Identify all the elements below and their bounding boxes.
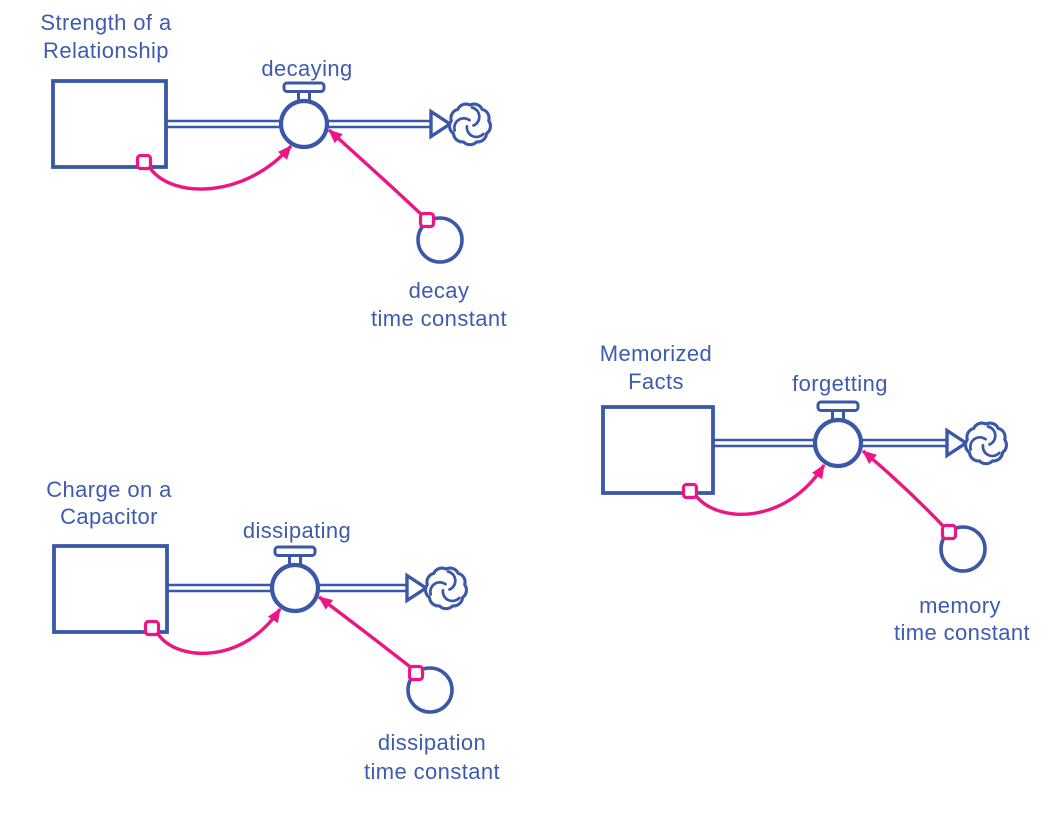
connector-handle[interactable] — [143, 619, 161, 637]
diagram-capacitor: Charge on a Capacitor dissipating dissip… — [46, 477, 500, 784]
sink-cloud-icon[interactable] — [963, 421, 1009, 466]
flow-label: decaying — [261, 56, 352, 81]
flow-valve[interactable] — [281, 83, 327, 147]
constant-label-line1: dissipation — [378, 730, 486, 755]
stock-label-line1: Strength of a — [40, 10, 172, 35]
flow-label: dissipating — [243, 518, 351, 543]
stock-label-line1: Memorized — [600, 341, 712, 366]
sink-cloud-icon[interactable] — [447, 102, 493, 147]
flow-arrowhead-icon — [405, 573, 428, 603]
connector-handle[interactable] — [940, 523, 958, 541]
connector-constant-to-flow[interactable] — [317, 595, 415, 671]
stock-label-line2: Relationship — [43, 38, 169, 63]
flow-pipe — [166, 119, 433, 129]
constant-label-line1: memory — [919, 593, 1001, 618]
flow-pipe — [713, 438, 950, 448]
connector-stock-to-flow[interactable] — [156, 608, 282, 655]
connector-constant-to-flow[interactable] — [861, 449, 948, 531]
flow-arrowhead-icon — [945, 428, 968, 458]
stock-rect[interactable] — [51, 79, 168, 169]
connector-handle[interactable] — [135, 153, 153, 171]
connector-stock-to-flow[interactable] — [694, 464, 826, 516]
connector-handle[interactable] — [407, 664, 425, 682]
constant-label-line1: decay — [409, 278, 470, 303]
constant-label-line2: time constant — [894, 620, 1030, 645]
sink-cloud-icon[interactable] — [423, 566, 469, 611]
stock-label-line2: Capacitor — [60, 504, 158, 529]
flow-valve[interactable] — [815, 402, 861, 466]
connector-handle[interactable] — [418, 211, 436, 229]
flow-arrowhead-icon — [429, 109, 452, 139]
stock-label-line2: Facts — [628, 369, 684, 394]
diagram-memory: Memorized Facts forgetting memory time c… — [600, 341, 1030, 645]
flow-label: forgetting — [792, 371, 888, 396]
constant-circle[interactable] — [416, 216, 464, 264]
constant-label-line2: time constant — [364, 759, 500, 784]
connector-constant-to-flow[interactable] — [327, 128, 426, 219]
diagram-relationship: Strength of a Relationship decaying deca… — [40, 10, 507, 331]
flow-pipe — [167, 583, 410, 593]
flow-valve[interactable] — [272, 547, 318, 611]
connector-stock-to-flow[interactable] — [148, 144, 293, 191]
constant-label-line2: time constant — [371, 306, 507, 331]
connector-handle[interactable] — [681, 482, 699, 500]
stock-label-line1: Charge on a — [46, 477, 172, 502]
stock-rect[interactable] — [52, 544, 169, 634]
stock-rect[interactable] — [601, 405, 715, 495]
